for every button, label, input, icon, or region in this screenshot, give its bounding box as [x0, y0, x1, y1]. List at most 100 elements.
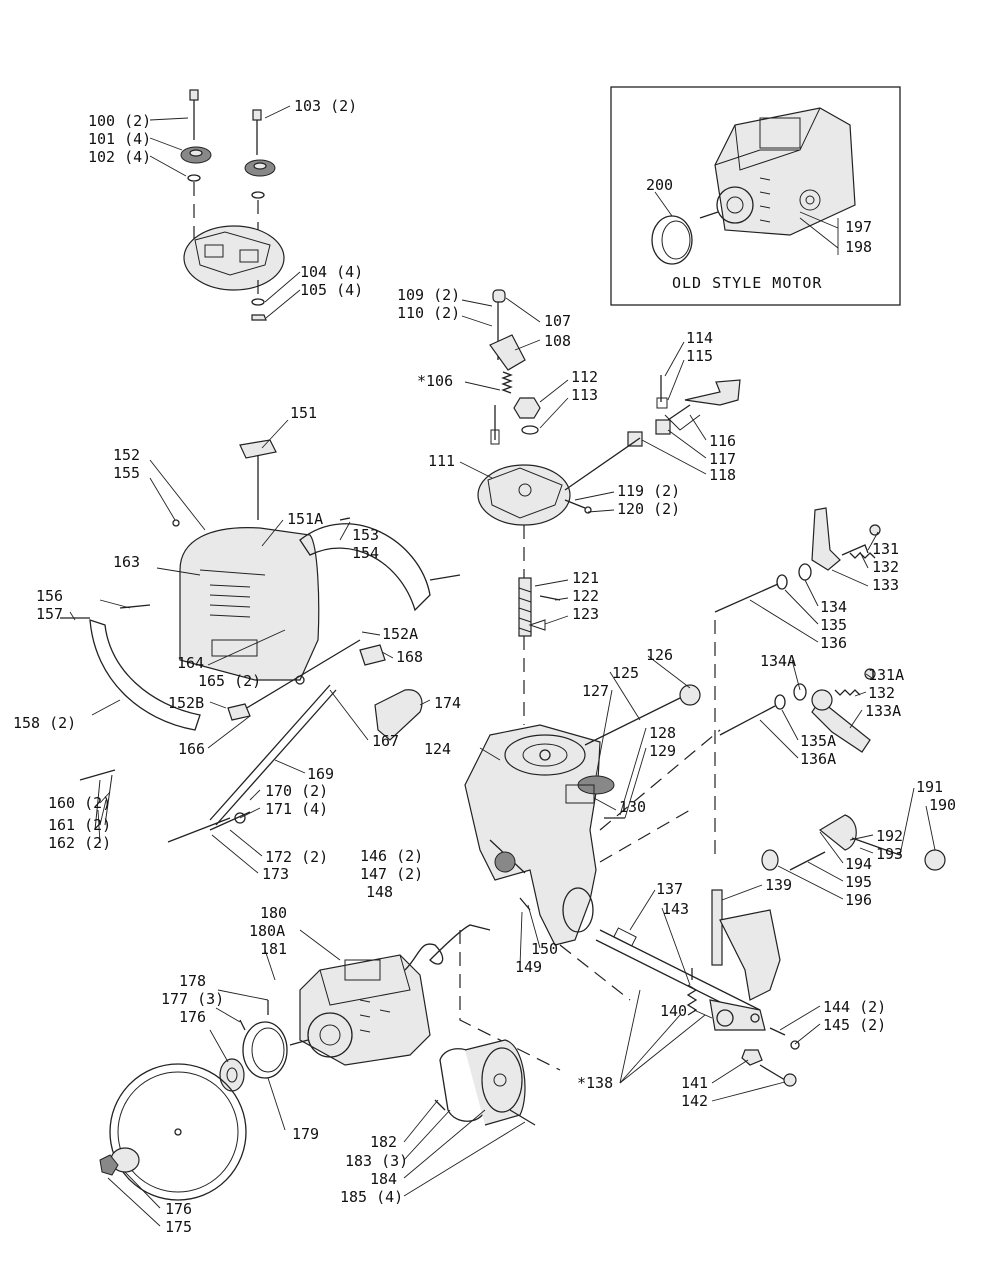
inset-ring-200	[651, 215, 693, 265]
part-label-131A: 131A	[868, 666, 904, 684]
part-label-160: 160 (2)	[48, 794, 111, 812]
part-label-197: 197	[845, 218, 872, 236]
part-label-149: 149	[515, 958, 542, 976]
part-label-192: 192	[876, 827, 903, 845]
part-label-163: 163	[113, 553, 140, 571]
part-label-170: 170 (2)	[265, 782, 328, 800]
part-label-177: 177 (3)	[161, 990, 224, 1008]
part-label-172: 172 (2)	[265, 848, 328, 866]
part-label-180: 180	[260, 904, 287, 922]
part-label-152A: 152A	[382, 625, 418, 643]
part-label-141: 141	[681, 1074, 708, 1092]
part-label-100: 100 (2)	[88, 112, 151, 130]
part-label-128: 128	[649, 724, 676, 742]
part-label-108: 108	[544, 332, 571, 350]
part-label-154: 154	[352, 544, 379, 562]
part-label-190: 190	[929, 796, 956, 814]
part-label-101: 101 (4)	[88, 130, 151, 148]
old-style-motor-inset: OLD STYLE MOTOR	[610, 86, 901, 306]
part-label-196: 196	[845, 891, 872, 909]
spring-106	[501, 371, 513, 394]
part-label-200: 200	[646, 176, 673, 194]
part-label-169: 169	[307, 765, 334, 783]
part-label-140: 140	[660, 1002, 687, 1020]
handle-133A	[811, 699, 871, 753]
part-label-195: 195	[845, 873, 872, 891]
part-label-146: 146 (2)	[360, 847, 423, 865]
part-label-111: 111	[428, 452, 455, 470]
part-label-147: 147 (2)	[360, 865, 423, 883]
part-label-119: 119 (2)	[617, 482, 680, 500]
inset-title: OLD STYLE MOTOR	[672, 274, 822, 292]
part-label-136: 136	[820, 634, 847, 652]
guard-152	[179, 527, 320, 681]
rip-arm-assembly	[459, 884, 821, 1102]
part-label-113: 113	[571, 386, 598, 404]
saw-blade	[109, 1063, 247, 1201]
part-label-127: 127	[582, 682, 609, 700]
part-label-107: 107	[544, 312, 571, 330]
part-label-109: 109 (2)	[397, 286, 460, 304]
part-label-158: 158 (2)	[13, 714, 76, 732]
part-label-148: 148	[366, 883, 393, 901]
inset-frame	[610, 86, 901, 306]
part-label-133A: 133A	[865, 702, 901, 720]
part-label-132a: 132	[872, 558, 899, 576]
part-label-152: 152	[113, 446, 140, 464]
part-label-142: 142	[681, 1092, 708, 1110]
part-label-125: 125	[612, 664, 639, 682]
part-label-185: 185 (4)	[340, 1188, 403, 1206]
part-label-112: 112	[571, 368, 598, 386]
handle-133	[811, 507, 841, 571]
part-label-178: 178	[179, 972, 206, 990]
clamp-handles	[714, 507, 946, 900]
post-139	[711, 889, 723, 966]
linkage-169	[209, 684, 331, 821]
part-label-132b: 132	[868, 684, 895, 702]
part-label-118: 118	[709, 466, 736, 484]
part-label-151A: 151A	[287, 510, 323, 528]
knob-192	[818, 814, 857, 851]
part-label-145: 145 (2)	[823, 1016, 886, 1034]
part-label-137: 137	[656, 880, 683, 898]
part-label-126: 126	[646, 646, 673, 664]
part-label-104: 104 (4)	[300, 263, 363, 281]
blade-guard-assembly	[60, 419, 461, 874]
part-label-162: 162 (2)	[48, 834, 111, 852]
part-label-120: 120 (2)	[617, 500, 680, 518]
ring-179	[242, 1021, 288, 1079]
bracket-140	[709, 999, 766, 1031]
part-label-135: 135	[820, 616, 847, 634]
part-label-153: 153	[352, 526, 379, 544]
part-label-138: *138	[577, 1074, 613, 1092]
part-label-165: 165 (2)	[198, 672, 261, 690]
part-label-129: 129	[649, 742, 676, 760]
part-label-116: 116	[709, 432, 736, 450]
part-label-171: 171 (4)	[265, 800, 328, 818]
part-label-180A: 180A	[249, 922, 285, 940]
part-label-139: 139	[765, 876, 792, 894]
part-label-155: 155	[113, 464, 140, 482]
part-label-130: 130	[619, 798, 646, 816]
part-label-174: 174	[434, 694, 461, 712]
part-label-167: 167	[372, 732, 399, 750]
part-label-110: 110 (2)	[397, 304, 460, 322]
motor-180	[299, 954, 431, 1066]
part-label-179: 179	[292, 1125, 319, 1143]
part-label-176a: 176	[179, 1008, 206, 1026]
part-label-143: 143	[662, 900, 689, 918]
part-label-166: 166	[178, 740, 205, 758]
part-label-181: 181	[260, 940, 287, 958]
guard-handle-151	[239, 439, 277, 459]
lever-108	[489, 334, 526, 371]
part-label-144: 144 (2)	[823, 998, 886, 1016]
part-label-134: 134	[820, 598, 847, 616]
guard-arc-158	[89, 619, 201, 731]
part-label-176b: 176	[165, 1200, 192, 1218]
part-label-161: 161 (2)	[48, 816, 111, 834]
part-label-136A: 136A	[800, 750, 836, 768]
yoke-body	[464, 724, 601, 946]
part-label-150: 150	[531, 940, 558, 958]
